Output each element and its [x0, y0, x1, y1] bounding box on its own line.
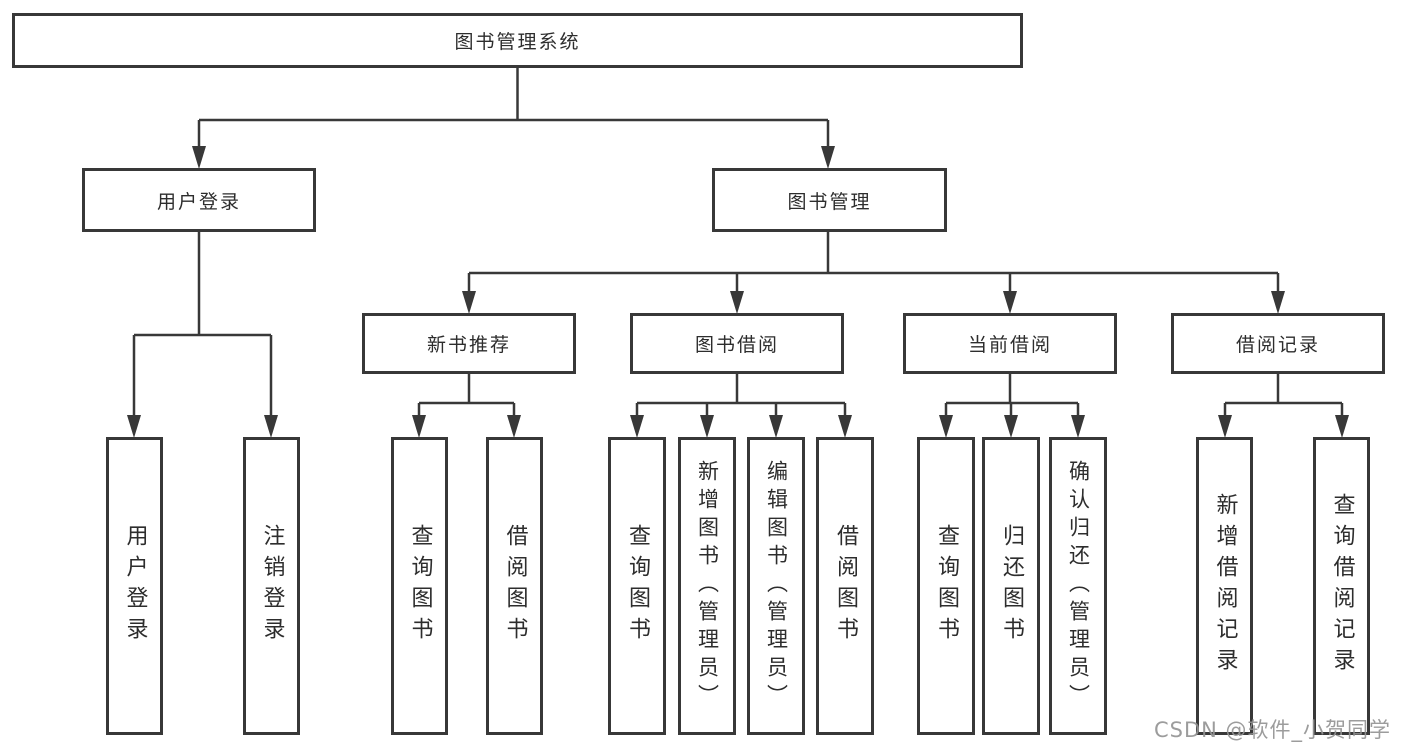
- arrowheads-borrow-record-group: [1218, 415, 1349, 438]
- leaf-confirm-return-admin: 确认归还（管理员）: [1049, 437, 1107, 735]
- node-borrowing-records: 借阅记录: [1171, 313, 1385, 374]
- node-label: 图书借阅: [694, 334, 779, 356]
- arrowheads-user-login-group: [127, 415, 278, 438]
- leaf-user-login: 用户登录: [106, 437, 163, 735]
- node-current-borrowing: 当前借阅: [903, 313, 1117, 374]
- arrowheads-current-borrow-group: [939, 415, 1085, 438]
- node-label: 用户登录: [122, 524, 148, 648]
- connector-borrow-record-group: [1223, 374, 1344, 417]
- node-label: 查询图书: [625, 524, 650, 648]
- arrowheads-level2: [192, 146, 835, 169]
- connector-user-login-group: [132, 232, 273, 417]
- node-label: 新增图书（管理员）: [695, 460, 720, 712]
- leaf-borrow-books-2: 借阅图书: [816, 437, 874, 735]
- node-label: 查询借阅记录: [1329, 493, 1355, 679]
- arrowheads-book-borrow-group: [630, 415, 852, 438]
- node-book-borrowing: 图书借阅: [630, 313, 844, 374]
- node-label: 借阅图书: [833, 524, 858, 648]
- node-label: 用户登录: [156, 190, 241, 213]
- connector-current-borrow-group: [944, 374, 1080, 417]
- leaf-logout: 注销登录: [243, 437, 300, 735]
- leaf-query-books-3: 查询图书: [917, 437, 975, 735]
- arrowheads-level3: [462, 291, 1285, 314]
- node-label: 新增借阅记录: [1212, 493, 1238, 679]
- leaf-query-books-1: 查询图书: [391, 437, 448, 735]
- leaf-edit-books-admin: 编辑图书（管理员）: [747, 437, 805, 735]
- leaf-borrow-books-1: 借阅图书: [486, 437, 543, 735]
- arrowheads-new-book-group: [412, 415, 521, 438]
- node-label: 新书推荐: [426, 334, 511, 356]
- leaf-add-borrow-record: 新增借阅记录: [1196, 437, 1253, 735]
- node-book-management-branch: 图书管理: [712, 168, 947, 232]
- connector-level2-to-level3: [467, 232, 1280, 293]
- node-label: 注销登录: [259, 524, 285, 648]
- node-library-management-system: 图书管理系统: [12, 13, 1023, 68]
- leaf-query-borrow-record: 查询借阅记录: [1313, 437, 1370, 735]
- node-label: 当前借阅: [967, 334, 1052, 356]
- node-label: 图书管理: [787, 190, 872, 213]
- node-label: 查询图书: [934, 524, 959, 648]
- csdn-watermark: CSDN @软件_小贺同学: [1154, 718, 1392, 742]
- connector-new-book-group: [417, 374, 516, 417]
- leaf-return-books: 归还图书: [982, 437, 1040, 735]
- node-label: 编辑图书（管理员）: [764, 460, 789, 712]
- node-label: 借阅记录: [1235, 334, 1320, 356]
- node-label: 借阅图书: [502, 524, 528, 648]
- node-user-login-branch: 用户登录: [82, 168, 316, 232]
- node-label: 查询图书: [407, 524, 433, 648]
- leaf-query-books-2: 查询图书: [608, 437, 666, 735]
- node-label: 确认归还（管理员）: [1066, 460, 1091, 712]
- connector-book-borrow-group: [635, 374, 847, 417]
- node-new-book-recommend: 新书推荐: [362, 313, 576, 374]
- leaf-add-books-admin: 新增图书（管理员）: [678, 437, 736, 735]
- node-label: 图书管理系统: [454, 31, 581, 53]
- connector-root-to-level2: [197, 68, 830, 148]
- node-label: 归还图书: [999, 524, 1024, 648]
